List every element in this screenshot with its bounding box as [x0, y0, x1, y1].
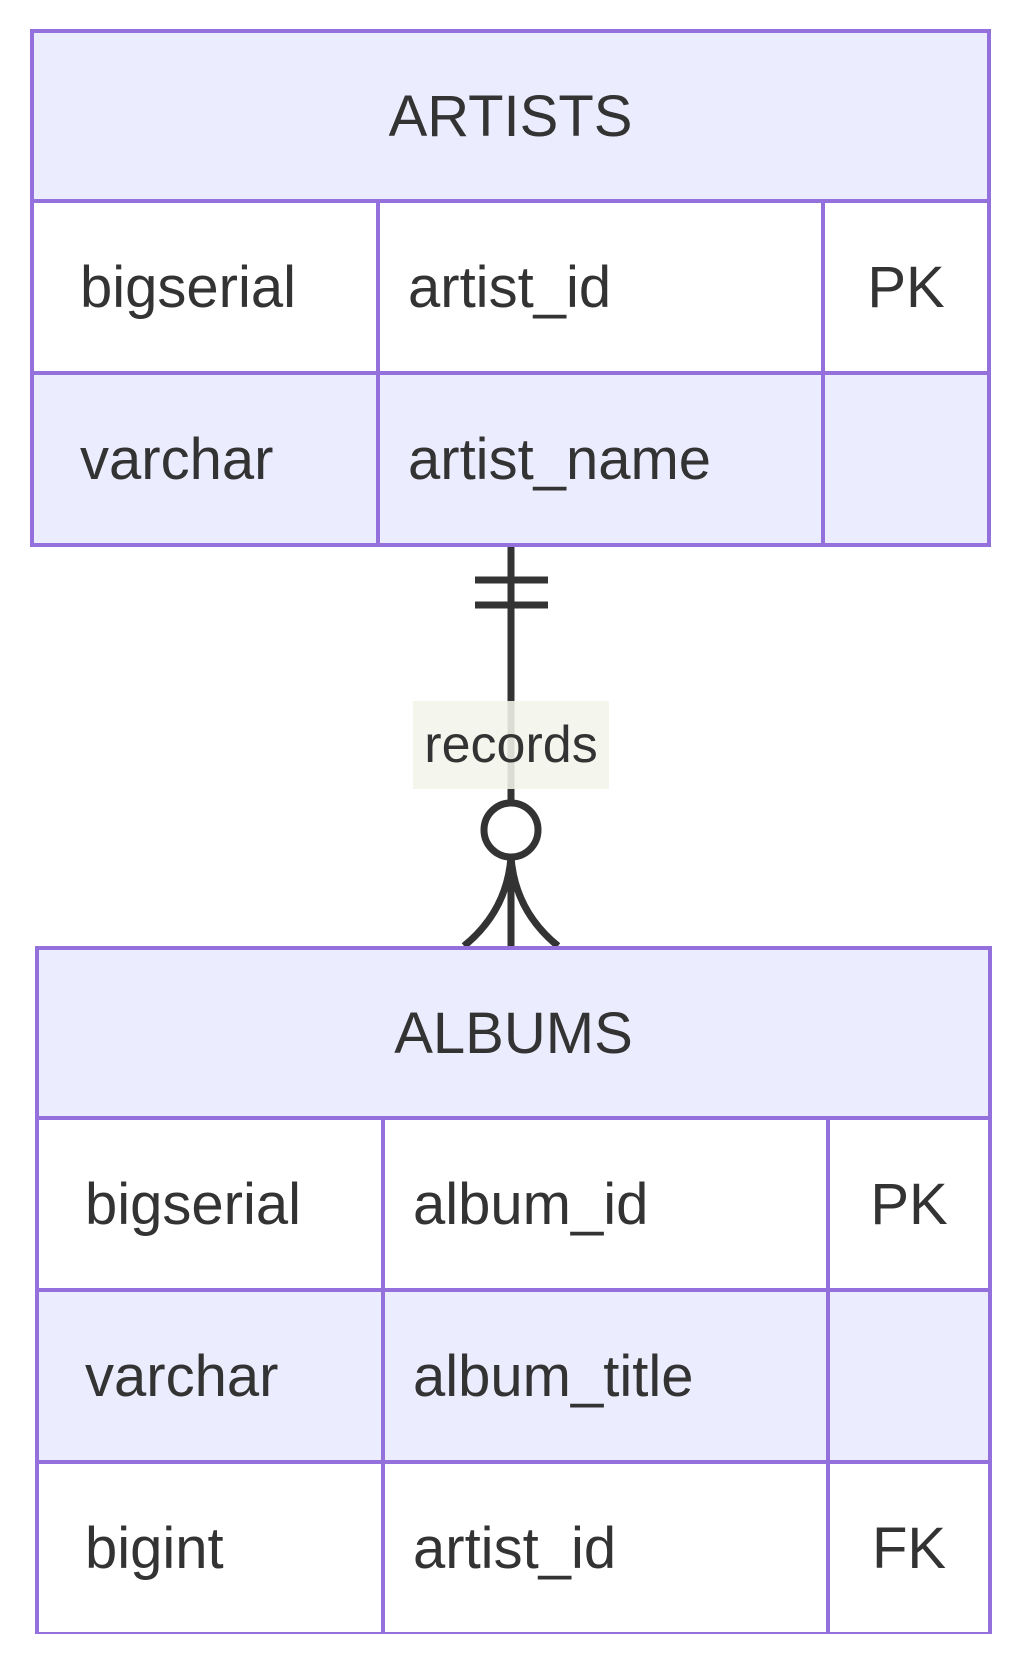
entity-albums: ALBUMS bigserial album_id PK varchar alb… [35, 946, 992, 1634]
attribute-name-cell: artist_id [381, 1464, 826, 1632]
entity-albums-title: ALBUMS [394, 1000, 633, 1066]
attribute-name-cell: artist_name [376, 375, 821, 543]
relationship-label-text: records [424, 716, 598, 774]
attribute-key-cell [826, 1292, 988, 1460]
attribute-key-cell: FK [826, 1464, 988, 1632]
attribute-type-cell: bigserial [85, 1171, 301, 1237]
table-row: bigint artist_id FK [39, 1460, 988, 1632]
attribute-name-cell: album_title [381, 1292, 826, 1460]
attribute-type-cell: bigserial [80, 254, 296, 320]
attribute-key-cell [821, 375, 987, 543]
attribute-type-cell: varchar [85, 1343, 279, 1409]
attribute-name-cell: artist_id [376, 203, 821, 371]
attribute-type-cell: bigint [85, 1515, 224, 1581]
entity-artists-header: ARTISTS [34, 33, 987, 199]
attribute-name-cell: album_id [381, 1120, 826, 1288]
table-row: bigserial artist_id PK [34, 199, 987, 371]
attribute-key-cell: PK [821, 203, 987, 371]
table-row: varchar artist_name [34, 371, 987, 543]
entity-artists-title: ARTISTS [388, 83, 633, 149]
entity-albums-header: ALBUMS [39, 950, 988, 1116]
table-row: varchar album_title [39, 1288, 988, 1460]
zero-or-many-marker-icon [461, 799, 561, 946]
attribute-type-cell: varchar [80, 426, 274, 492]
relationship-label: records [413, 701, 609, 789]
table-row: bigserial album_id PK [39, 1116, 988, 1288]
entity-artists: ARTISTS bigserial artist_id PK varchar a… [30, 29, 991, 547]
attribute-key-cell: PK [826, 1120, 988, 1288]
exactly-one-marker-icon [475, 576, 548, 609]
